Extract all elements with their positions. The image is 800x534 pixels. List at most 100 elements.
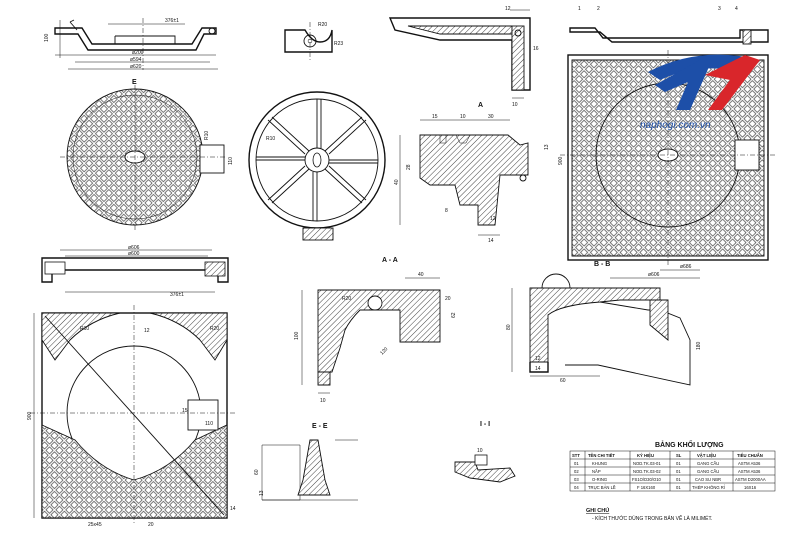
dim-bb-80: 80	[506, 324, 512, 330]
dim-ii-10: 10	[477, 448, 483, 454]
dim-sq-r10: R10	[80, 326, 89, 332]
dim-a-13: 13	[544, 144, 550, 150]
cell-r2-c2: NẮP	[592, 469, 601, 474]
dim-a-12: 12	[490, 216, 496, 222]
materials-table: BẢNG KHỐI LƯỢNG STT TÊN CHI TIẾT KÝ HIỆU…	[569, 439, 776, 492]
dim-aa-r20: R20	[342, 296, 351, 302]
dim-a-30: 30	[488, 114, 494, 120]
cell-r3-c6: ASTM D2000AA	[735, 477, 766, 482]
watermark-logo: naphogi.com.vn	[640, 54, 760, 131]
hinge-detail: R20 R23	[284, 22, 343, 60]
dim-sq-900-left: 900	[27, 411, 33, 420]
dim-aa-100: 100	[294, 331, 300, 340]
cell-r3-c4: 01	[676, 477, 681, 482]
dim-cover-r10: R10	[204, 131, 210, 140]
th-stt: STT	[572, 453, 580, 458]
th-standard: TIÊU CHUẨN	[737, 453, 763, 458]
cell-r1-c5: GANG CẦU	[697, 461, 719, 466]
dim-ee-13: 13	[259, 490, 265, 496]
dim-hinge-r20: R20	[318, 22, 327, 28]
cell-r3-c1: 03	[574, 477, 579, 482]
dim-bb-phi686: ø686	[680, 264, 692, 270]
dim-bracket-16: 16	[533, 46, 539, 52]
cell-r2-c1: 02	[574, 469, 579, 474]
cell-r1-c1: 01	[574, 461, 579, 466]
section-i-i: I - I 10	[454, 421, 516, 483]
dim-cover-phi594: ø594	[130, 57, 142, 63]
dim-sq-15: 15	[182, 408, 188, 414]
dim-frame-phi606: ø606	[128, 245, 140, 251]
dim-aa-20: 20	[445, 296, 451, 302]
dim-sq-14: 14	[230, 506, 236, 512]
cell-r4-c3: F 16X160	[637, 485, 656, 490]
dim-aa-40: 40	[418, 272, 424, 278]
cell-r1-c2: KHUNG	[592, 461, 607, 466]
callout-1: 1	[578, 6, 581, 12]
dim-cover-height: 100	[44, 33, 50, 42]
callout-4: 4	[735, 6, 738, 12]
label-section-aa: A - A	[382, 257, 398, 264]
section-b-b: B - B ø686 ø606 80 12 14 60 180	[506, 261, 702, 386]
dim-frame-r10: R10	[266, 136, 275, 142]
section-a-a: A - A 40 20 62 100 120 10 R20	[294, 257, 457, 404]
th-name: TÊN CHI TIẾT	[588, 453, 615, 458]
frame-elevation: ø606 ø600 376±1	[41, 245, 229, 298]
dim-hinge-r23: R23	[334, 41, 343, 47]
cell-r2-c6: ASTM A536	[738, 469, 761, 474]
label-e: E	[132, 79, 137, 86]
ribbed-cover-underside: R10	[248, 91, 386, 241]
cell-r1-c3: NOD.TK.03-01	[633, 461, 661, 466]
cell-r4-c5: THÉP KHÔNG RỈ	[692, 485, 726, 490]
detail-a: A 15 10 30 40 28 13 8 14 12	[394, 102, 550, 244]
notes-line-1: - KÍCH THƯỚC DÙNG TRONG BẢN VẼ LÀ MILIMÉ…	[592, 515, 712, 522]
dim-bb-14: 14	[535, 366, 541, 372]
notes: GHI CHÚ - KÍCH THƯỚC DÙNG TRONG BẢN VẼ L…	[586, 507, 712, 522]
dim-aa-62: 62	[451, 312, 457, 318]
cover-plan-view: E R10 110	[60, 79, 234, 230]
dim-a-15: 15	[432, 114, 438, 120]
cell-r4-c4: 01	[676, 485, 681, 490]
label-section-ee: E - E	[312, 423, 328, 430]
watermark-text: naphogi.com.vn	[640, 120, 711, 131]
dim-bb-phi606: ø606	[648, 272, 660, 278]
dim-sq-12: 12	[144, 328, 150, 334]
dim-a-14: 14	[488, 238, 494, 244]
label-section-ii: I - I	[480, 421, 490, 428]
table-title: BẢNG KHỐI LƯỢNG	[655, 439, 724, 449]
cell-r3-c3: FS1O/D30/O10	[632, 477, 662, 482]
dim-a-40: 40	[394, 179, 400, 185]
cell-r2-c5: GANG CẦU	[697, 469, 719, 474]
dim-bracket-12: 12	[505, 6, 511, 12]
cell-r4-c1: 04	[574, 485, 579, 490]
label-section-bb: B - B	[594, 261, 610, 268]
dim-cover-376: 376±1	[165, 18, 179, 24]
cell-r3-c5: CAO SU NBR	[695, 477, 721, 482]
cell-r1-c4: 01	[676, 461, 681, 466]
cover-elevation-view: 100 376±1 ø200 ø594 ø620	[44, 18, 218, 70]
dim-a-28: 28	[406, 164, 412, 170]
dim-sq-20: 20	[148, 522, 154, 528]
dim-a-10: 10	[460, 114, 466, 120]
th-qty: SL	[676, 453, 682, 458]
th-code: KÝ HIỆU	[637, 453, 654, 458]
dim-frame-376: 376±1	[170, 292, 184, 298]
cell-r2-c3: NOD.TK.03-02	[633, 469, 661, 474]
dim-cover-110: 110	[228, 157, 234, 165]
cell-r2-c4: 01	[676, 469, 681, 474]
label-detail-a: A	[478, 102, 483, 109]
dim-sq-110: 110	[205, 421, 213, 427]
dim-bb-60: 60	[560, 378, 566, 384]
cell-r4-c6: 16X16	[744, 485, 757, 490]
dim-bb-180: 180	[696, 341, 702, 350]
dim-aa-120: 120	[379, 346, 389, 356]
square-frame-plan-bottom: 900 R10 12 15 110 R20 25x45 20 14	[27, 305, 236, 528]
dim-bb-12: 12	[535, 356, 541, 362]
dim-a-8: 8	[445, 208, 448, 214]
dim-ee-60: 60	[254, 469, 260, 475]
dim-square-900: 900	[558, 156, 564, 165]
dim-aa-10: 10	[320, 398, 326, 404]
dim-cover-phi620: ø620	[130, 64, 142, 70]
th-material: VẬT LIỆU	[697, 453, 716, 458]
dim-sq-25x45: 25x45	[88, 522, 102, 528]
